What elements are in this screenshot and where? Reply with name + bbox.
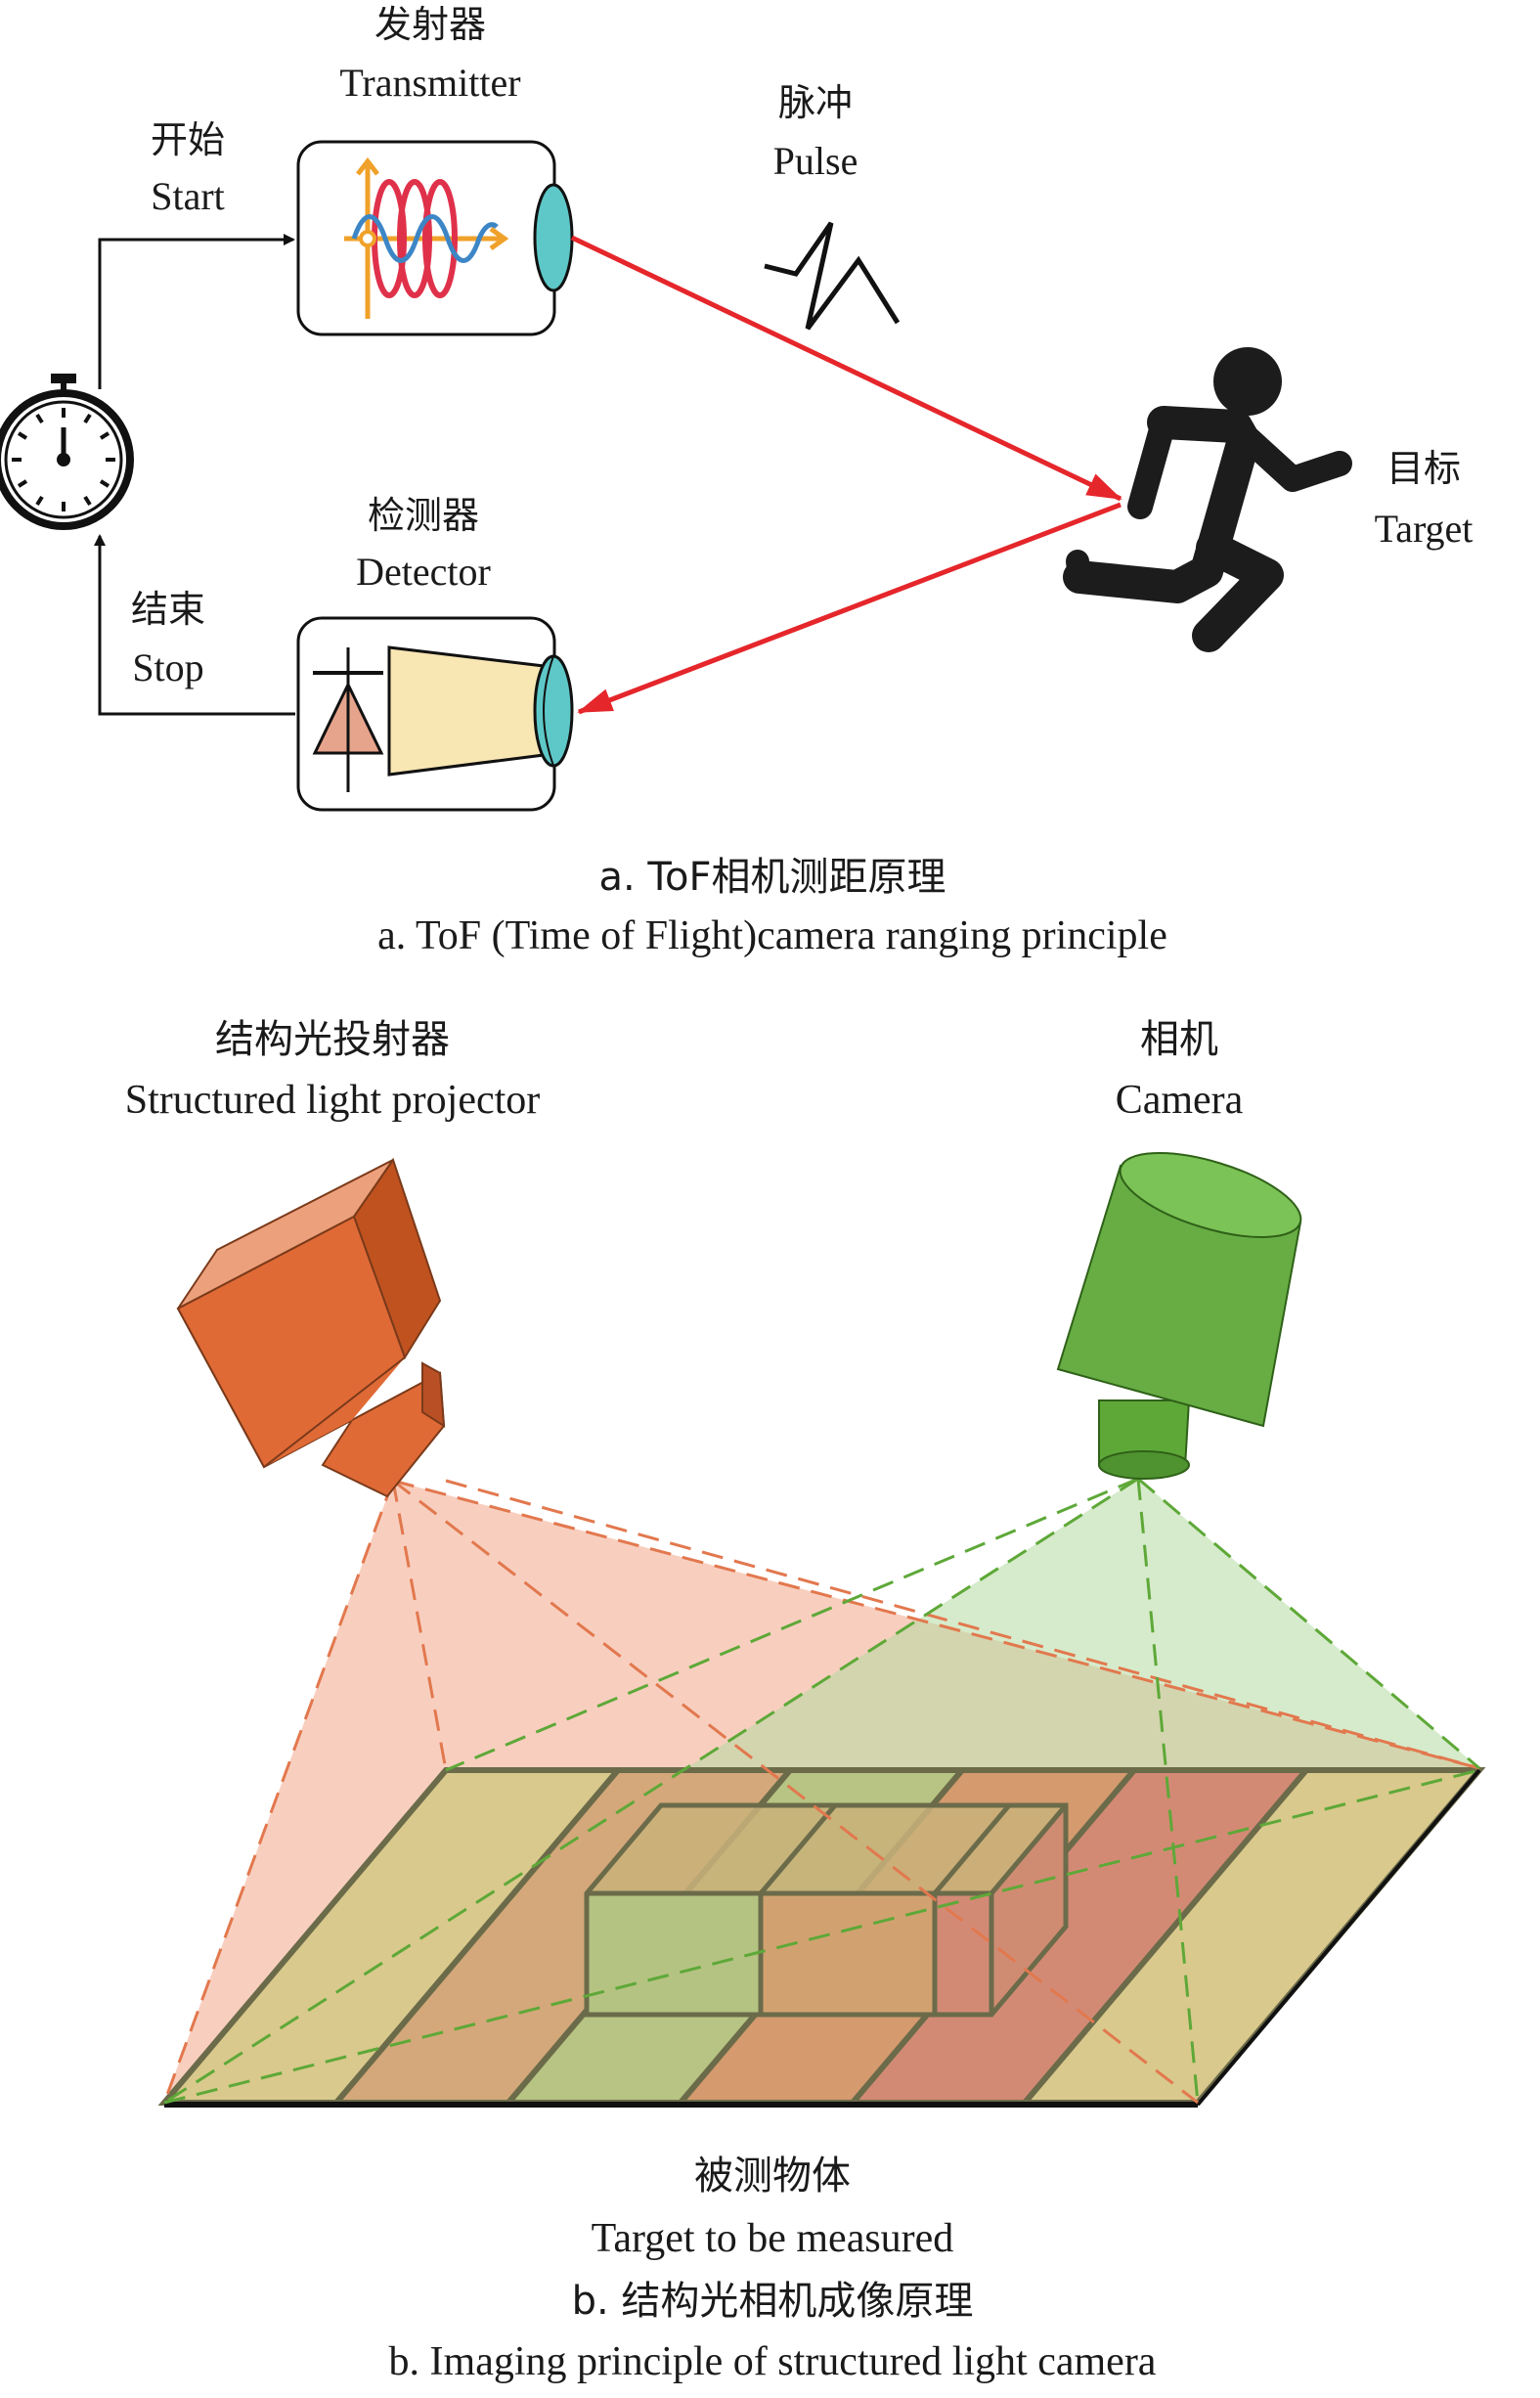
camera-label-en: Camera <box>1116 1078 1244 1123</box>
start-connector <box>98 234 295 389</box>
running-person-icon <box>1063 347 1352 652</box>
tof-caption-en: a. ToF (Time of Flight)camera ranging pr… <box>377 913 1167 958</box>
detector-label-zh: 检测器 <box>368 494 479 537</box>
stop-connector <box>94 534 295 716</box>
camera-icon <box>1056 1152 1302 1480</box>
projector-label-zh: 结构光投射器 <box>215 1017 450 1062</box>
start-label-en: Start <box>151 174 225 218</box>
measured-box <box>584 1802 1069 2018</box>
pulse-icon <box>764 221 901 331</box>
tof-caption-zh: a. ToF相机测距原理 <box>598 855 946 900</box>
detector-label-en: Detector <box>356 550 491 594</box>
projector-rays <box>162 1479 1480 2105</box>
stop-label-zh: 结束 <box>131 588 205 631</box>
emitted-beam <box>570 235 1122 502</box>
projector-label-en: Structured light projector <box>125 1078 541 1123</box>
transmitter-lens <box>533 183 574 292</box>
pulse-label-en: Pulse <box>773 139 858 183</box>
transmitter-wave-icon <box>344 156 509 319</box>
reflected-beam <box>577 502 1122 715</box>
camera-label-zh: 相机 <box>1140 1017 1218 1062</box>
camera-rays <box>163 1477 1480 2105</box>
start-label-zh: 开始 <box>151 118 225 161</box>
stop-label-en: Stop <box>132 645 203 689</box>
structured-caption-en: b. Imaging principle of structured light… <box>389 2339 1157 2384</box>
object-label-en: Target to be measured <box>592 2216 954 2261</box>
structured-light-projector-icon <box>176 1157 446 1498</box>
detector-lens <box>533 654 574 768</box>
object-label-zh: 被测物体 <box>694 2154 851 2198</box>
transmitter-label-zh: 发射器 <box>374 3 486 46</box>
projector-light-cone <box>164 1481 1479 2103</box>
camera-view-cone <box>164 1479 1479 2103</box>
tof-diagram: 发射器 Transmitter 开始 Start 脉冲 Pulse 目标 Tar… <box>0 3 1473 958</box>
pulse-label-zh: 脉冲 <box>778 81 853 124</box>
target-label-en: Target <box>1375 507 1474 551</box>
detector-box <box>296 616 574 812</box>
stopwatch-icon <box>0 374 134 530</box>
transmitter-label-en: Transmitter <box>339 61 520 105</box>
structured-light-diagram: 结构光投射器 Structured light projector 相机 Cam… <box>125 1017 1486 2384</box>
target-label-zh: 目标 <box>1386 447 1461 490</box>
structured-caption-zh: b. 结构光相机成像原理 <box>572 2279 974 2324</box>
transmitter-box <box>296 140 574 336</box>
